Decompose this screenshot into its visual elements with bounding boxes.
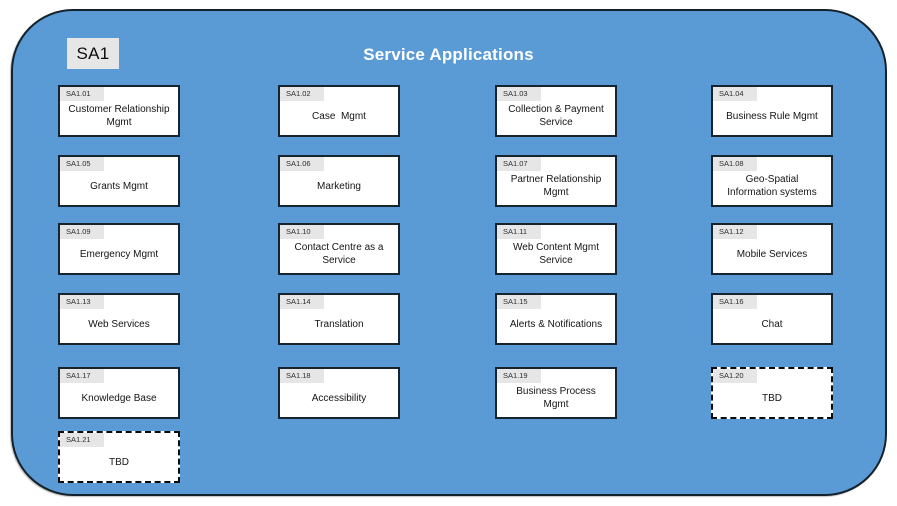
app-id-tag: SA1.18	[280, 369, 324, 383]
app-label: TBD	[109, 456, 129, 468]
app-id-tag: SA1.13	[60, 295, 104, 309]
diagram-title: Service Applications	[363, 45, 534, 64]
app-label: Business Rule Mgmt	[726, 110, 818, 122]
app-id-tag: SA1.10	[280, 225, 324, 239]
app-label: Case Mgmt	[312, 110, 366, 122]
app-label: Marketing	[317, 180, 361, 192]
app-label: Collection & Payment Service	[508, 104, 604, 128]
app-box-sa1-14: SA1.14 Translation	[278, 293, 400, 345]
app-box-sa1-07: SA1.07 Partner Relationship Mgmt	[495, 155, 617, 207]
app-label: Mobile Services	[736, 248, 808, 260]
app-box-sa1-15: SA1.15 Alerts & Notifications	[495, 293, 617, 345]
app-label: Customer Relationship Mgmt	[68, 104, 170, 128]
app-label: Alerts & Notifications	[509, 318, 603, 330]
app-id-tag: SA1.08	[713, 157, 757, 171]
app-label: TBD	[762, 392, 782, 404]
app-label: Partner Relationship Mgmt	[510, 174, 602, 198]
app-label: Grants Mgmt	[90, 180, 148, 192]
app-box-sa1-04: SA1.04 Business Rule Mgmt	[711, 85, 833, 137]
app-box-sa1-02: SA1.02 Case Mgmt	[278, 85, 400, 137]
app-id-tag: SA1.21	[60, 433, 104, 447]
app-label: Geo-Spatial Information systems	[727, 174, 817, 198]
app-label: Web Content Mgmt Service	[513, 242, 599, 266]
app-box-sa1-11: SA1.11 Web Content Mgmt Service	[495, 223, 617, 275]
app-label: Emergency Mgmt	[79, 248, 159, 260]
app-box-sa1-20: SA1.20 TBD	[711, 367, 833, 419]
app-label: Business Process Mgmt	[516, 386, 596, 410]
app-label: Contact Centre as a Service	[294, 242, 384, 266]
frame-id-badge: SA1	[67, 38, 119, 69]
app-id-tag: SA1.06	[280, 157, 324, 171]
app-box-sa1-18: SA1.18 Accessibility	[278, 367, 400, 419]
app-id-tag: SA1.03	[497, 87, 541, 101]
app-id-tag: SA1.17	[60, 369, 104, 383]
app-label: Chat	[761, 318, 783, 330]
app-id-tag: SA1.09	[60, 225, 104, 239]
app-id-tag: SA1.07	[497, 157, 541, 171]
app-box-sa1-19: SA1.19 Business Process Mgmt	[495, 367, 617, 419]
app-id-tag: SA1.04	[713, 87, 757, 101]
app-id-tag: SA1.14	[280, 295, 324, 309]
app-box-sa1-08: SA1.08 Geo-Spatial Information systems	[711, 155, 833, 207]
app-id-tag: SA1.05	[60, 157, 104, 171]
app-box-sa1-10: SA1.10 Contact Centre as a Service	[278, 223, 400, 275]
app-id-tag: SA1.01	[60, 87, 104, 101]
app-id-tag: SA1.11	[497, 225, 541, 239]
app-box-sa1-01: SA1.01 Customer Relationship Mgmt	[58, 85, 180, 137]
app-id-tag: SA1.19	[497, 369, 541, 383]
app-id-tag: SA1.15	[497, 295, 541, 309]
app-label: Knowledge Base	[81, 392, 157, 404]
app-box-sa1-21: SA1.21 TBD	[58, 431, 180, 483]
app-box-sa1-17: SA1.17 Knowledge Base	[58, 367, 180, 419]
app-box-sa1-06: SA1.06 Marketing	[278, 155, 400, 207]
app-id-tag: SA1.20	[713, 369, 757, 383]
app-box-sa1-05: SA1.05 Grants Mgmt	[58, 155, 180, 207]
app-box-sa1-12: SA1.12 Mobile Services	[711, 223, 833, 275]
app-label: Translation	[314, 318, 364, 330]
app-box-sa1-13: SA1.13 Web Services	[58, 293, 180, 345]
app-id-tag: SA1.12	[713, 225, 757, 239]
app-id-tag: SA1.02	[280, 87, 324, 101]
app-box-sa1-09: SA1.09 Emergency Mgmt	[58, 223, 180, 275]
app-label: Web Services	[88, 318, 150, 330]
app-box-sa1-03: SA1.03 Collection & Payment Service	[495, 85, 617, 137]
app-box-sa1-16: SA1.16 Chat	[711, 293, 833, 345]
app-label: Accessibility	[311, 392, 367, 404]
app-id-tag: SA1.16	[713, 295, 757, 309]
